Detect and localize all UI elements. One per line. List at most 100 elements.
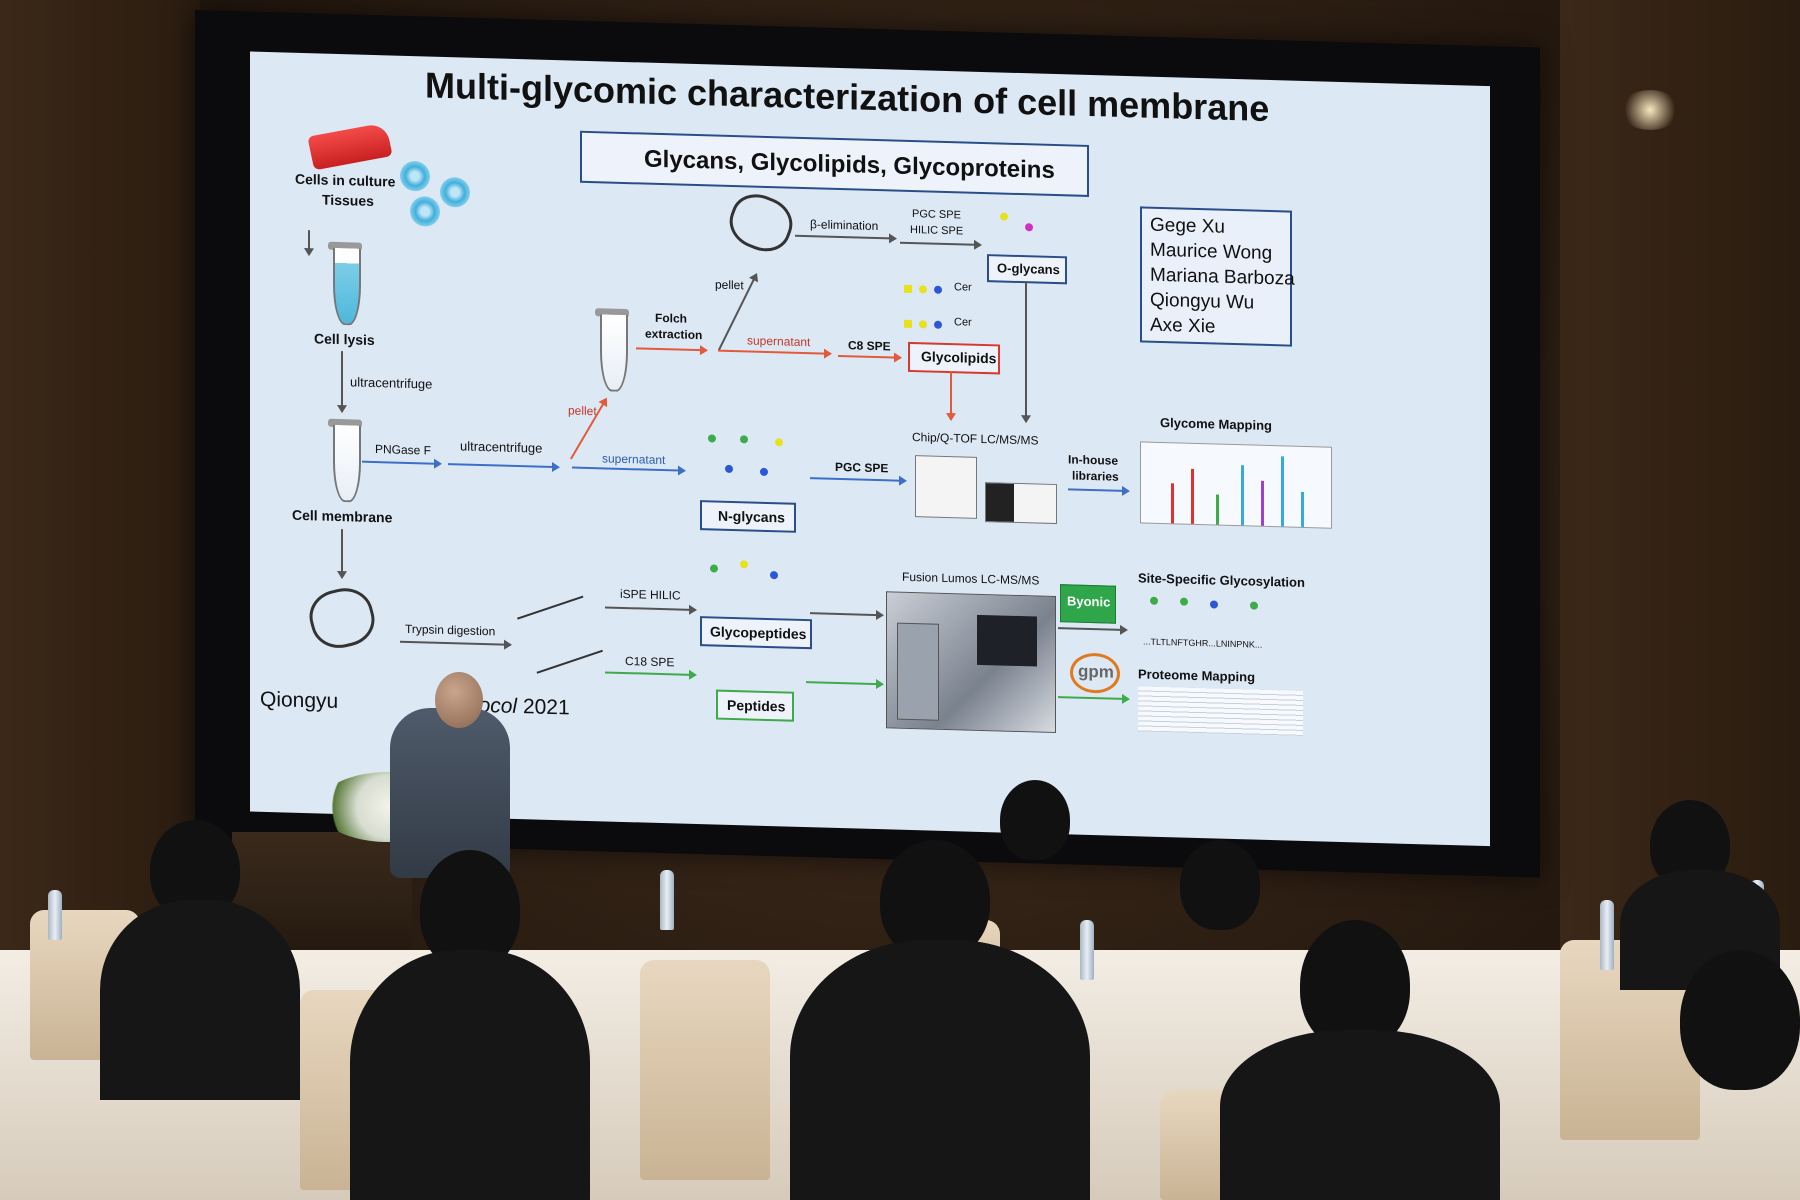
cell-culture-flask-icon xyxy=(307,122,393,171)
spectrum-peak xyxy=(1301,491,1304,527)
label-trypsin: Trypsin digestion xyxy=(405,621,496,639)
authors-box: Gege Xu Maurice Wong Mariana Barboza Qio… xyxy=(1140,206,1295,347)
arrow-c8 xyxy=(838,354,900,359)
label-c8-spe: C8 SPE xyxy=(848,338,891,354)
subtitle-box: Glycans, Glycolipids, Glycoproteins xyxy=(580,130,1089,197)
label-cell-lysis: Cell lysis xyxy=(314,330,375,349)
glycan-structure-icon xyxy=(904,319,912,329)
audience-body xyxy=(1220,1030,1500,1200)
spectrum-peak xyxy=(1261,480,1264,526)
cell-icon xyxy=(440,176,470,208)
glycan-structure-icon xyxy=(904,284,912,294)
citation-author: Qiongyu xyxy=(260,687,339,714)
glycan-structure-icon xyxy=(708,434,716,443)
label-extraction: extraction xyxy=(645,326,703,343)
ceiling-light xyxy=(1620,90,1680,130)
glycan-structure-icon xyxy=(740,560,748,569)
audience xyxy=(0,760,1800,1200)
arrow-c18 xyxy=(605,671,695,676)
spectrum-peak xyxy=(1281,456,1284,527)
label-glycome-mapping: Glycome Mapping xyxy=(1160,414,1272,434)
arrow-ispe xyxy=(605,606,695,611)
water-bottle xyxy=(1080,920,1094,980)
arrow-down-2 xyxy=(341,351,343,412)
label-hilic-spe: HILIC SPE xyxy=(910,223,964,238)
label-cell-membrane: Cell membrane xyxy=(292,506,393,526)
glycan-structure-icon xyxy=(1210,600,1218,609)
instrument-rack xyxy=(897,622,939,721)
arrow-beta xyxy=(795,234,895,240)
label-cells: Cells in culture xyxy=(295,170,396,190)
arrow-o-down xyxy=(1025,281,1027,422)
protein-tangle-icon xyxy=(722,186,800,260)
audience-head xyxy=(1300,920,1410,1050)
byonic-logo: Byonic xyxy=(1060,584,1116,624)
subtitle-text: Glycans, Glycolipids, Glycoproteins xyxy=(644,145,1055,185)
spectrum-peak xyxy=(1171,483,1174,524)
water-bottle xyxy=(1600,900,1614,970)
proteome-table xyxy=(1138,686,1303,736)
tube-icon xyxy=(600,314,628,393)
glycan-structure-icon xyxy=(725,464,733,474)
glycan-structure-icon xyxy=(934,285,942,294)
audience-head xyxy=(1180,840,1260,930)
label-ultracentrifuge-1: ultracentrifuge xyxy=(350,374,433,392)
label-folch: Folch xyxy=(655,310,687,326)
arrow-pgc-mid xyxy=(810,477,905,482)
glycan-structure-icon xyxy=(710,564,718,573)
glycolipids-box: Glycolipids xyxy=(908,341,1000,375)
arrow-glycolipid-down xyxy=(950,371,952,420)
label-c18-spe: C18 SPE xyxy=(625,654,675,670)
o-glycans-text: O-glycans xyxy=(997,260,1060,278)
spectrum-peak xyxy=(1216,494,1219,525)
label-ispe-hilic: iSPE HILIC xyxy=(620,586,681,603)
spectrum-peak xyxy=(1241,465,1244,526)
tube-icon xyxy=(333,424,361,503)
arrow-down-1 xyxy=(308,230,310,255)
glycan-structure-icon xyxy=(919,320,927,329)
author-5: Axe Xie xyxy=(1150,314,1216,338)
label-supernatant-red: supernatant xyxy=(747,333,811,350)
label-sequence: ...TLTLNFTGHR...LNINPNK... xyxy=(1143,636,1263,650)
glycan-structure-icon xyxy=(740,435,748,444)
arrow-trypsin xyxy=(400,640,510,646)
spectrum-peak xyxy=(1191,468,1194,524)
glycome-spectrum xyxy=(1140,441,1332,529)
n-glycans-text: N-glycans xyxy=(718,507,785,526)
peptide-fragments-icon xyxy=(517,595,603,674)
glycan-structure-icon xyxy=(770,571,778,580)
mass-spectrometer-icon xyxy=(915,455,977,519)
citation-year: 2021 xyxy=(522,695,570,720)
gpm-text: gpm xyxy=(1078,661,1114,682)
author-4: Qiongyu Wu xyxy=(1150,289,1255,314)
label-ultracentrifuge-2: ultracentrifuge xyxy=(460,438,543,456)
cell-icon xyxy=(400,160,430,192)
glycan-structure-icon xyxy=(1180,597,1188,606)
glycan-structure-icon xyxy=(775,438,783,447)
arrow-to-fusion-bottom xyxy=(806,681,882,686)
cell-icon xyxy=(410,196,440,227)
arrow-libraries xyxy=(1068,488,1128,493)
label-fusion-lumos: Fusion Lumos LC-MS/MS xyxy=(902,569,1040,588)
glycan-structure-icon xyxy=(1000,212,1008,221)
label-cer-2: Cer xyxy=(954,316,972,329)
arrow-folch xyxy=(636,347,706,352)
speaker-head xyxy=(435,672,483,728)
peptides-box: Peptides xyxy=(716,689,794,722)
arrow-hilic xyxy=(900,241,980,246)
label-beta-elim: β-elimination xyxy=(810,217,879,234)
label-pellet-red: pellet xyxy=(568,403,597,419)
arrow-byonic xyxy=(1058,627,1126,632)
glycan-structure-icon xyxy=(1250,601,1258,610)
audience-body xyxy=(790,940,1090,1200)
water-bottle xyxy=(660,870,674,930)
label-libraries: libraries xyxy=(1072,468,1119,484)
instrument-screen xyxy=(977,614,1037,667)
lab-instrument-photo xyxy=(886,591,1056,734)
arrow-to-fusion-top xyxy=(810,612,882,617)
label-pgc-spe-mid: PGC SPE xyxy=(835,459,889,476)
protein-tangle-icon xyxy=(303,582,381,654)
label-proteome-mapping: Proteome Mapping xyxy=(1138,666,1256,685)
arrow-down-3 xyxy=(341,529,343,578)
